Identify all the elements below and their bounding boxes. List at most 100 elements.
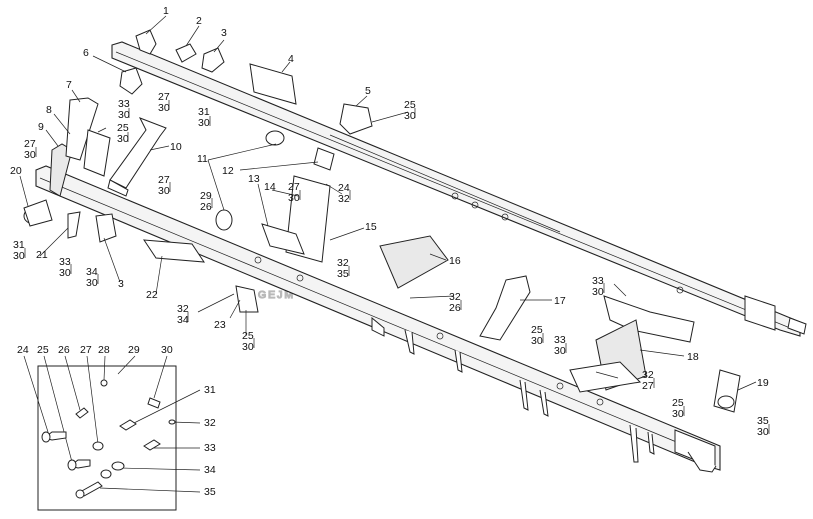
callout-labels: 1 2 3 4 5 6 7 8 9 10 11 12 13 14 15 16 1… xyxy=(10,5,769,389)
fastener-label-top: 32 xyxy=(177,303,189,315)
fastener-label-top: 34 xyxy=(86,266,98,278)
fastener-label-top: 24 xyxy=(338,182,350,194)
crossmember-17 xyxy=(479,275,531,341)
fastener-label-top: 27 xyxy=(158,91,170,103)
fastener-label-bottom: 35 xyxy=(337,268,349,280)
fastener-label-bottom: 27 xyxy=(642,380,654,392)
fastener-label-top: 33 xyxy=(554,334,566,346)
fastener-label-top: 33 xyxy=(592,275,604,287)
box-label-34: 34 xyxy=(204,464,216,476)
bracket-22 xyxy=(143,239,205,263)
leader-lines xyxy=(19,15,757,391)
bolt-icon xyxy=(119,419,137,431)
watermark: GEJM xyxy=(258,289,295,301)
box-label-31: 31 xyxy=(204,384,216,396)
box-label-35: 35 xyxy=(204,486,216,498)
bracket-5 xyxy=(339,103,373,135)
fastener-label-top: 32 xyxy=(449,291,461,303)
bracket-21 xyxy=(67,211,81,239)
bracket-1 xyxy=(135,29,157,55)
fastener-label-bottom: 30 xyxy=(158,102,170,114)
washer-icon xyxy=(100,469,112,479)
callout-2: 2 xyxy=(196,15,202,27)
fastener-label-bottom: 26 xyxy=(200,201,212,213)
fastener-label-top: 25 xyxy=(117,122,129,134)
callout-1: 1 xyxy=(163,5,169,17)
washer-icon xyxy=(168,419,176,425)
callout-20: 20 xyxy=(10,165,22,177)
callout-9: 9 xyxy=(38,121,44,133)
fastener-detail-box: 24 25 26 27 28 29 30 31 32 33 34 35 xyxy=(17,344,216,511)
fastener-label-bottom: 34 xyxy=(177,314,189,326)
bolt-icon xyxy=(75,407,89,419)
fastener-label-bottom: 30 xyxy=(554,345,566,357)
fastener-label-top: 35 xyxy=(757,415,769,427)
callout-3: 3 xyxy=(221,27,227,39)
fastener-label-top: 25 xyxy=(531,324,543,336)
washer-icon xyxy=(100,379,108,387)
crossmember-10 xyxy=(107,117,167,197)
bolt-icon xyxy=(75,481,103,499)
fastener-label-top: 33 xyxy=(59,256,71,268)
bracket-4 xyxy=(249,63,297,105)
callout-10: 10 xyxy=(170,141,182,153)
crossmember-18 xyxy=(569,295,695,393)
callout-12: 12 xyxy=(222,165,234,177)
fastener-label-bottom: 26 xyxy=(449,302,461,314)
bracket-3b xyxy=(95,213,117,243)
callout-14: 14 xyxy=(264,181,276,193)
fastener-label-bottom: 30 xyxy=(158,185,170,197)
bolt-icon xyxy=(67,459,91,471)
fastener-label-top: 29 xyxy=(200,190,212,202)
fastener-label-bottom: 30 xyxy=(404,110,416,122)
fastener-label-top: 32 xyxy=(337,257,349,269)
box-label-25: 25 xyxy=(37,344,49,356)
fastener-label-bottom: 30 xyxy=(757,426,769,438)
crossmember-16 xyxy=(379,235,449,289)
fastener-label-top: 25 xyxy=(672,397,684,409)
fastener-label-top: 32 xyxy=(642,369,654,381)
fastener-label-bottom: 30 xyxy=(592,286,604,298)
fastener-label-top: 25 xyxy=(404,99,416,111)
fastener-label-bottom: 30 xyxy=(531,335,543,347)
bracket-20 xyxy=(23,199,53,227)
fastener-label-bottom: 30 xyxy=(672,408,684,420)
nut-icon xyxy=(92,441,104,451)
callout-21: 21 xyxy=(36,249,48,261)
box-label-33: 33 xyxy=(204,442,216,454)
fastener-label-bottom: 30 xyxy=(288,192,300,204)
box-label-26: 26 xyxy=(58,344,70,356)
callout-15: 15 xyxy=(365,221,377,233)
callout-6: 6 xyxy=(83,47,89,59)
fastener-label-top: 33 xyxy=(118,98,130,110)
box-label-27: 27 xyxy=(80,344,92,356)
bracket-19 xyxy=(713,369,741,413)
fastener-label-bottom: 30 xyxy=(24,149,36,161)
bolt-icon xyxy=(41,431,67,443)
fastener-label-bottom: 30 xyxy=(198,117,210,129)
callout-4: 4 xyxy=(288,53,294,65)
fastener-label-top: 31 xyxy=(198,106,210,118)
box-label-29: 29 xyxy=(128,344,140,356)
callout-17: 17 xyxy=(554,295,566,307)
cotter-pin-icon xyxy=(147,397,161,409)
fastener-label-bottom: 32 xyxy=(338,193,350,205)
fastener-label-bottom: 30 xyxy=(86,277,98,289)
box-label-30: 30 xyxy=(161,344,173,356)
